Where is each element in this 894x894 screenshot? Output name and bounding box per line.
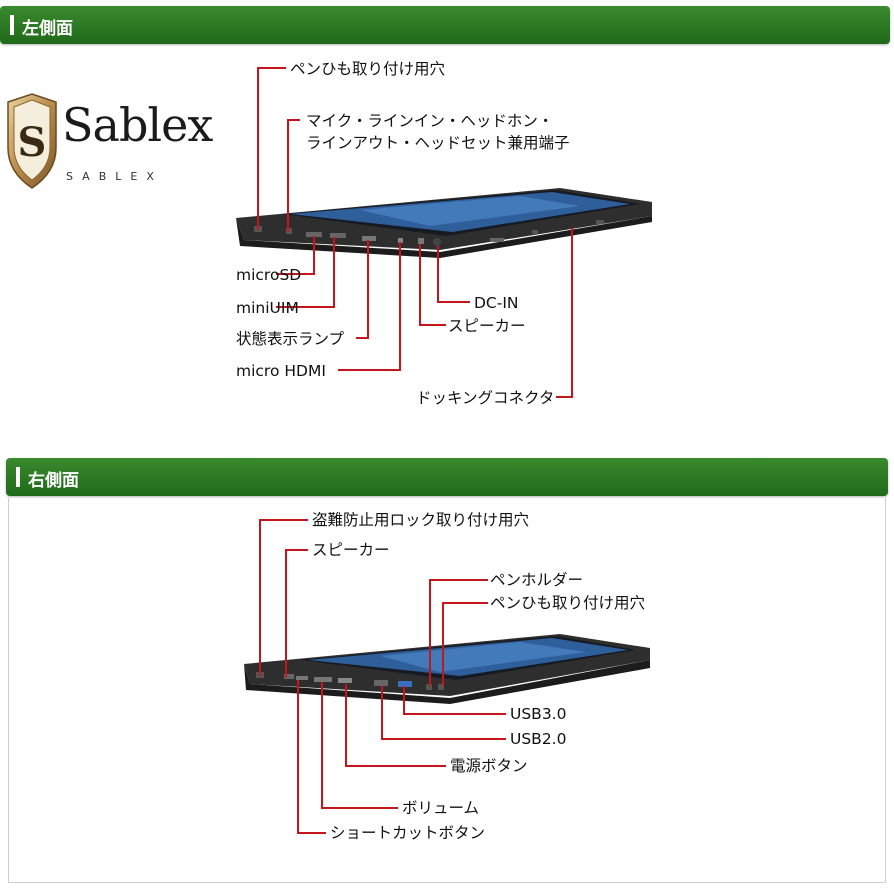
label-volume: ボリューム	[402, 799, 479, 817]
label-pen-strap-hole-right: ペンひも取り付け用穴	[490, 594, 645, 612]
label-usb3: USB3.0	[510, 705, 566, 723]
label-security-lock-hole: 盗難防止用ロック取り付け用穴	[312, 511, 529, 529]
label-speaker-right: スピーカー	[312, 541, 390, 559]
label-usb2: USB2.0	[510, 730, 566, 748]
label-pen-holder: ペンホルダー	[490, 571, 583, 589]
label-shortcut-button: ショートカットボタン	[330, 824, 485, 842]
label-power-button: 電源ボタン	[450, 757, 528, 775]
right-tablet-image	[244, 634, 650, 704]
